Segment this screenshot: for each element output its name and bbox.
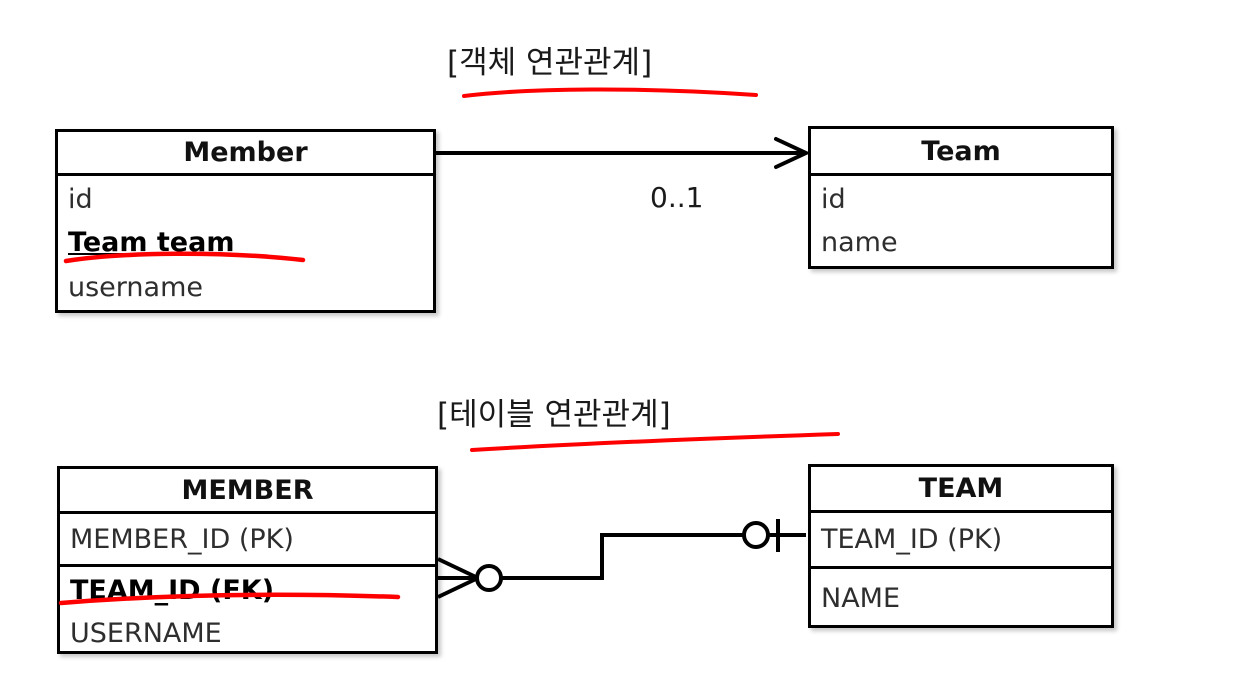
object-association-title: [객체 연관관계] (447, 45, 653, 81)
zero-circle-member-side (475, 564, 503, 592)
table-box-team[interactable]: TEAM TEAM_ID (PK) NAME (808, 464, 1114, 628)
class-box-member-fields: id Team team username (58, 176, 433, 313)
table-box-member-header: MEMBER (60, 469, 435, 514)
table-association-title: [테이블 연관관계] (437, 397, 671, 433)
column-member-id: MEMBER_ID (PK) (60, 514, 435, 567)
table-box-member[interactable]: MEMBER MEMBER_ID (PK) TEAM_ID (FK) USERN… (57, 466, 438, 654)
multiplicity-label: 0..1 (650, 181, 704, 214)
zero-circle-team-side (742, 521, 770, 549)
field-member-team: Team team (58, 219, 433, 265)
class-box-team-fields: id name (811, 176, 1111, 272)
field-member-id: id (68, 183, 93, 215)
field-team-name: name (821, 226, 898, 258)
field-member-username: username (68, 271, 203, 303)
field-member-team-text: Team team (68, 226, 235, 258)
class-box-member[interactable]: Member id Team team username (55, 129, 436, 313)
title-object-red-underline (462, 87, 758, 98)
column-member-team-id: TEAM_ID (FK) (70, 574, 275, 606)
title-table-red-underline (470, 432, 840, 452)
table-box-team-header: TEAM (811, 467, 1111, 513)
crows-foot-many-symbol (437, 557, 479, 599)
column-team-name: NAME (821, 583, 901, 614)
column-member-username: USERNAME (70, 618, 222, 649)
class-box-team-header: Team (811, 129, 1111, 176)
field-team-id: id (821, 183, 846, 215)
column-team-id: TEAM_ID (PK) (811, 513, 1111, 569)
class-box-member-header: Member (58, 132, 433, 176)
class-box-team[interactable]: Team id name (808, 126, 1114, 269)
